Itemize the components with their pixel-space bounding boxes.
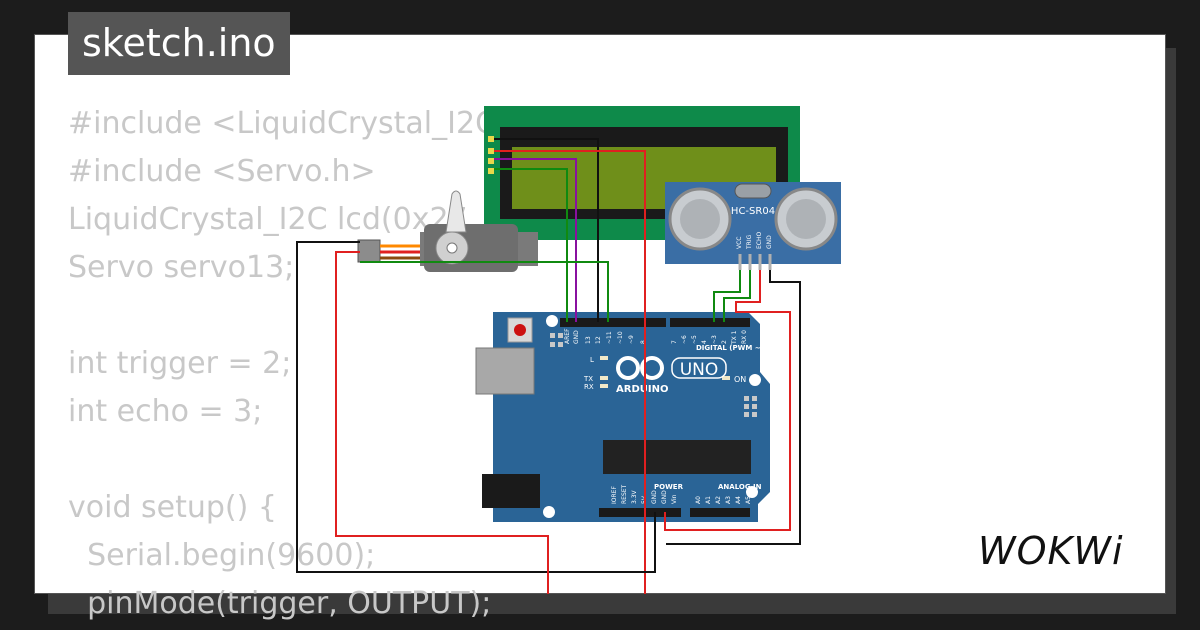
pin-label: ~9 [628,335,635,344]
reset-button[interactable] [507,317,533,343]
pin-label: GND [661,490,668,504]
pin-label: ~6 [681,335,688,344]
pin-label: GND [573,330,580,344]
pin-label: ~10 [617,331,624,344]
pin-label: TX 1 [731,330,738,345]
pin-label: ~3 [711,335,718,344]
pin-label: GND [651,490,658,504]
on-label: ON [734,375,746,384]
wire-lcd-sda [494,158,577,322]
led-label: L [590,356,594,364]
servo-horn-icon [445,190,467,233]
wokwi-brand: WOKWi [978,529,1124,573]
pin-label: IOREF [611,486,618,504]
wire-sensor-vcc [664,270,791,531]
wires [296,138,801,594]
sensor-pin-label: GND [766,235,773,249]
wire-servo-d13 [360,261,609,322]
code-line: Serial.begin(9600); [68,538,376,573]
code-line: void setup() { [68,490,277,525]
pin-label: A2 [715,496,722,504]
pin-label: A0 [695,496,702,504]
pin-label: 2 [721,340,728,344]
servo-motor[interactable] [357,190,538,272]
mount-hole-icon [543,506,555,518]
digital-label: DIGITAL (PWM ~) [696,344,764,352]
arduino-logo-icon [616,356,664,380]
led-label: TX [583,375,593,383]
pin-label: ~11 [606,331,613,344]
sensor-transmitter-mesh [680,199,720,239]
board-model: UNO [680,360,719,380]
sensor-receiver-mesh [786,199,826,239]
uno-badge [671,357,727,379]
wire-sensor-gnd [666,270,801,545]
pin-label: 12 [595,336,602,344]
code-line: int trigger = 2; [68,346,292,381]
power-jack-icon [482,474,540,508]
status-leds [600,356,730,388]
usb-port-icon [475,347,535,395]
wire-sensor-trig [713,270,741,322]
pin-label: A1 [705,496,712,504]
mount-hole-icon [546,315,558,327]
lcd-pin-header [488,136,494,174]
sensor-pin-label: ECHO [756,232,763,249]
power-label: POWER [654,483,684,491]
pin-label: ~5 [691,335,698,344]
pin-label: 4 [701,340,708,344]
ultrasonic-sensor[interactable]: HC-SR04 VCC TRIG ECHO GND [665,182,841,270]
wire-servo-gnd [296,241,656,573]
wire-lcd-vcc [494,150,646,594]
pin-label: AREF [564,328,571,344]
sensor-pin-label: VCC [736,237,743,249]
servo-connector [357,239,381,263]
mount-hole-icon [746,486,758,498]
pin-label: A5 [745,496,752,504]
power-header [599,508,681,517]
digital-header-left [560,318,666,327]
code-line: pinMode(trigger, OUTPUT); [68,586,492,621]
wire-lcd-scl [494,168,568,322]
pin-label: 8 [640,340,647,344]
pin-label: Vin [671,494,678,504]
sensor-pins [738,254,772,270]
pin-label: RX 0 [741,330,748,344]
pin-label: 13 [585,336,592,344]
digital-header-right [670,318,750,327]
code-line: int echo = 3; [68,394,263,429]
reset-button-icon [514,324,526,336]
pin-label: 3.3V [631,489,638,504]
icsp-header [550,333,757,417]
led-label: RX [584,383,594,391]
pin-label: A3 [725,496,732,504]
wire-servo-5v [335,251,549,594]
sensor-crystal [734,183,772,199]
wire-lcd-gnd [494,138,599,322]
pin-label: 7 [671,340,678,344]
servo-screw-icon [446,242,458,254]
analog-label: ANALOG IN [718,483,762,491]
wokwi-logo: WOKWi [978,529,1124,573]
sensor-pin-label: TRIG [746,234,753,250]
sketch-title: sketch.ino [68,12,290,75]
code-line: Servo servo13; [68,250,295,285]
board-brand: ARDUINO [616,384,668,395]
circuit-diagram: HC-SR04 VCC TRIG ECHO GND [296,106,841,594]
pin-label: RESET [621,484,628,504]
arduino-uno[interactable]: UNO ARDUINO DIGITAL (PWM ~) POWER ANALOG… [475,312,770,522]
analog-header [690,508,750,517]
atmega-chip [603,440,751,474]
code-line: #include <Servo.h> [68,154,376,189]
sensor-label: HC-SR04 [731,206,775,217]
mount-hole-icon [749,374,761,386]
wire-sensor-echo [723,270,751,322]
pin-label: A4 [735,496,742,504]
